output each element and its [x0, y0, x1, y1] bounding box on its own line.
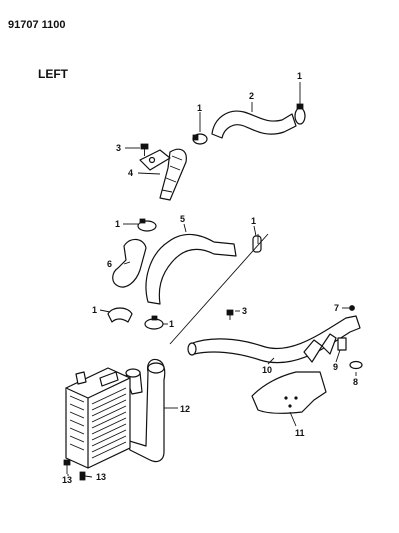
- intercooler-core: [65, 367, 131, 469]
- callout-8: 8: [353, 377, 358, 387]
- callout-13-right: 13: [96, 472, 106, 482]
- part-7-bolt: [346, 305, 355, 311]
- part-13-bolt-right: [79, 471, 86, 481]
- part-11-heat-shield: [251, 371, 327, 414]
- part-12-outlet-pipe: [125, 358, 166, 463]
- part-1-clamp-upper-right: [294, 103, 306, 125]
- callout-1-top-right: 1: [297, 71, 302, 81]
- part-10-pipe: [187, 315, 361, 364]
- part-3-bolt-upper: [140, 143, 149, 156]
- callout-3-upper: 3: [116, 143, 121, 153]
- callout-13-left: 13: [62, 475, 72, 485]
- part-1-clamp-upper-left: [192, 133, 208, 145]
- leader-lines: [67, 82, 357, 478]
- callout-2: 2: [249, 91, 254, 101]
- part-1-clamp-lower-right: [144, 315, 164, 330]
- part-4-elbow-fitting: [139, 148, 187, 201]
- part-1-clamp-mid-left: [137, 218, 157, 232]
- callout-4: 4: [128, 168, 133, 178]
- callout-5: 5: [180, 214, 185, 224]
- callout-10: 10: [262, 365, 272, 375]
- part-1-clamp-lower-left: [107, 307, 133, 323]
- callout-1-upper: 1: [197, 103, 202, 113]
- callout-1-lower-left: 1: [92, 305, 97, 315]
- diagram-side-label: LEFT: [38, 67, 69, 81]
- part-3-bolt-lower: [226, 309, 234, 320]
- part-2-upper-hose: [211, 110, 297, 139]
- callout-7: 7: [334, 303, 339, 313]
- callout-1-mid-right: 1: [251, 216, 256, 226]
- callout-1-mid-left: 1: [115, 219, 120, 229]
- callout-6: 6: [107, 259, 112, 269]
- diagram-code: 91707 1100: [8, 19, 66, 31]
- callout-3-lower: 3: [242, 306, 247, 316]
- callout-1-lower-right: 1: [169, 319, 174, 329]
- callout-9: 9: [333, 362, 338, 372]
- part-6-short-hose: [112, 238, 147, 288]
- part-9-bracket: [337, 337, 347, 351]
- callout-12: 12: [180, 404, 190, 414]
- guide-line-diagonal: [169, 233, 269, 345]
- callout-11: 11: [295, 428, 305, 438]
- part-8-plug: [349, 360, 363, 370]
- part-13-bolt-left: [63, 459, 71, 474]
- part-5-long-hose: [145, 233, 237, 305]
